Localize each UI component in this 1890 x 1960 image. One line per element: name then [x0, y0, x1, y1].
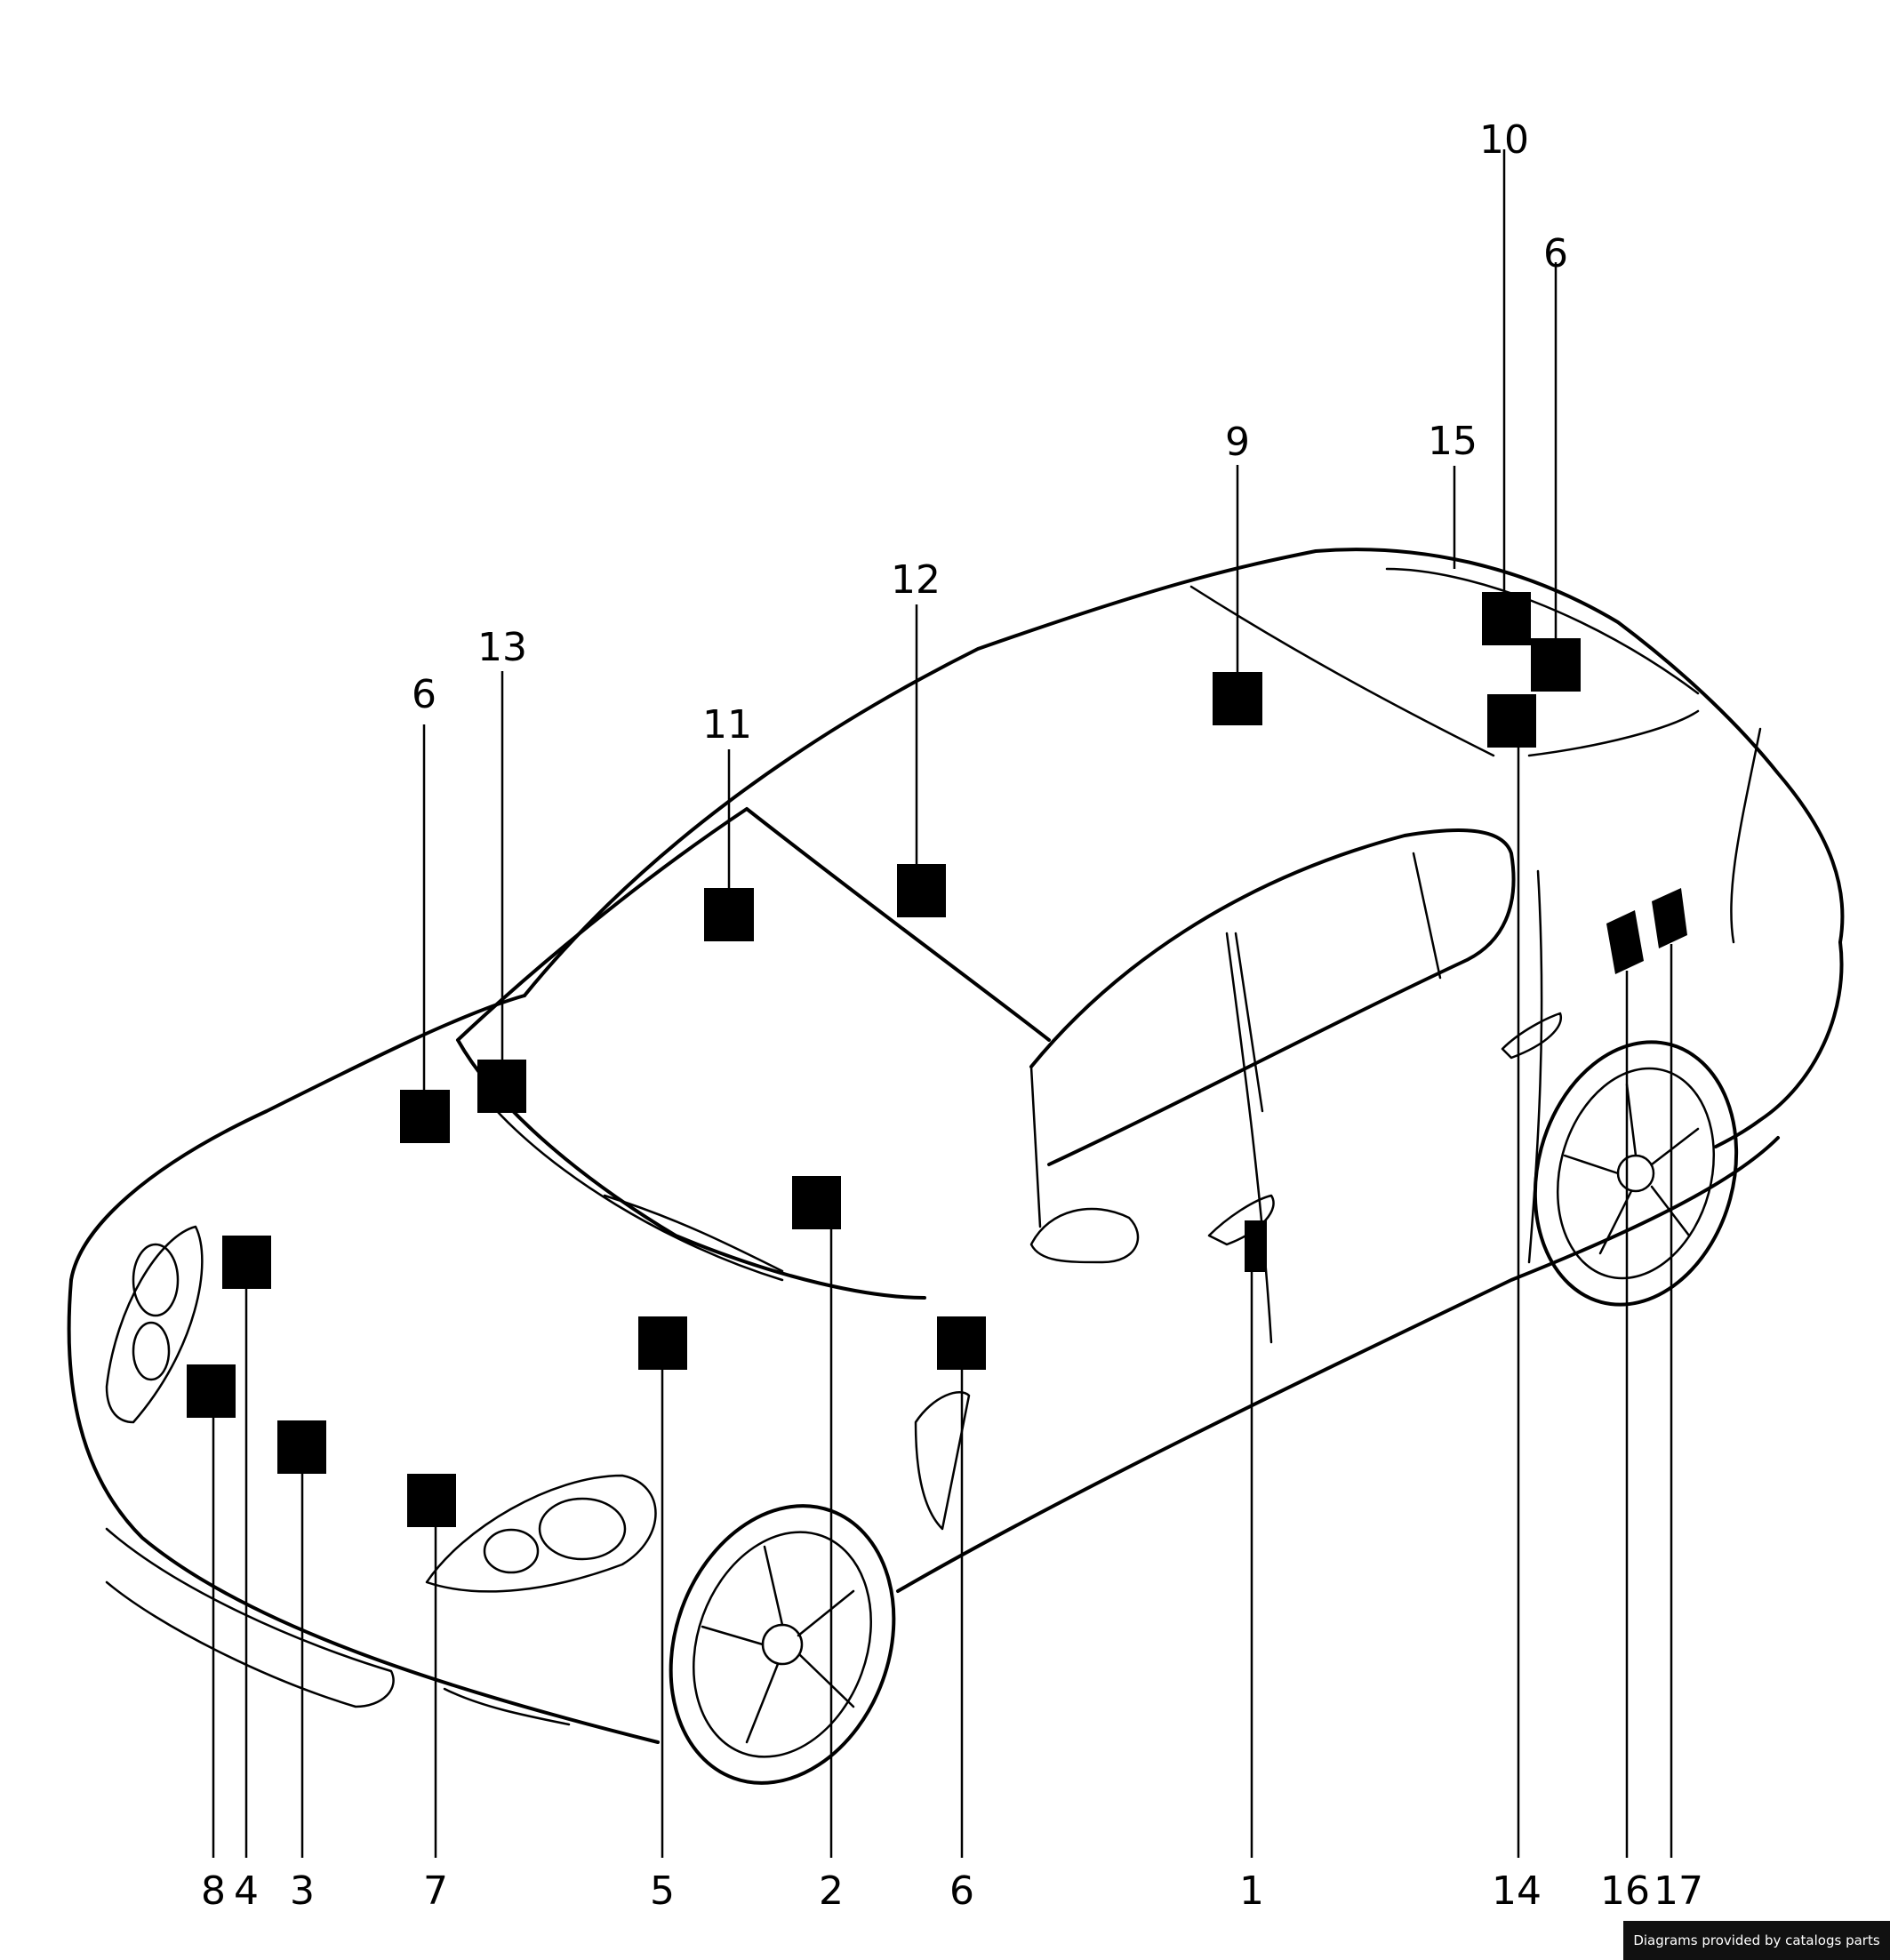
callout-15: 15 [1428, 419, 1478, 464]
marker-6a [400, 1090, 450, 1143]
callout-12: 12 [891, 557, 941, 603]
marker-4 [222, 1236, 271, 1289]
marker-5 [638, 1316, 687, 1370]
callout-2: 2 [819, 1868, 844, 1914]
marker-9 [1213, 672, 1262, 725]
marker-8 [187, 1364, 236, 1418]
marker-2 [792, 1176, 841, 1229]
callout-7: 7 [423, 1868, 448, 1914]
marker-7 [407, 1474, 456, 1527]
marker-16 [1606, 910, 1644, 974]
marker-6c [1531, 638, 1581, 692]
leader-lines [212, 149, 1673, 1858]
marker-11 [704, 888, 754, 941]
callout-5: 5 [650, 1868, 675, 1914]
marker-6b [937, 1316, 986, 1370]
label-markers [187, 592, 1687, 1527]
callout-17: 17 [1654, 1868, 1703, 1914]
callout-11: 11 [702, 702, 752, 748]
marker-10 [1482, 592, 1531, 645]
callout-6-fender: 6 [949, 1868, 974, 1914]
callout-labels: 1 2 3 4 5 6 6 6 7 8 9 10 11 12 13 14 15 … [201, 117, 1703, 1914]
callout-1: 1 [1239, 1868, 1264, 1914]
callout-3: 3 [290, 1868, 315, 1914]
marker-17 [1652, 888, 1687, 948]
car-illustration [67, 548, 1845, 1785]
callout-6-hood: 6 [412, 672, 436, 717]
callout-14: 14 [1492, 1868, 1542, 1914]
marker-12 [897, 864, 946, 917]
callout-9: 9 [1225, 420, 1250, 465]
callout-16: 16 [1600, 1868, 1650, 1914]
marker-13 [477, 1060, 526, 1113]
callout-4: 4 [234, 1868, 259, 1914]
marker-14 [1487, 694, 1536, 748]
diagram-credit-banner: Diagrams provided by catalogs parts [1623, 1921, 1890, 1960]
marker-3 [277, 1420, 326, 1474]
callout-6-rear: 6 [1543, 231, 1568, 276]
callout-10: 10 [1479, 117, 1529, 163]
callout-8: 8 [201, 1868, 226, 1914]
marker-1 [1245, 1220, 1267, 1272]
callout-13: 13 [477, 625, 527, 670]
